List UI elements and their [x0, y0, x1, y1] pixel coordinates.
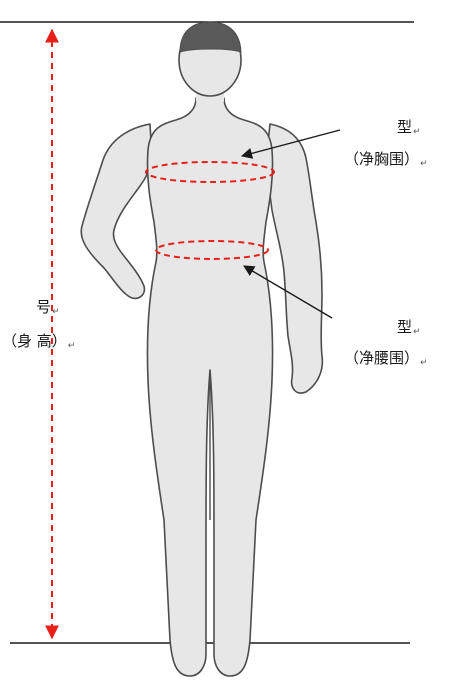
waist-label-sub: （净腰围）↵ — [344, 349, 428, 372]
chest-label-sub: （净胸围）↵ — [344, 150, 428, 173]
paragraph-mark: ↵ — [420, 159, 428, 169]
cap — [180, 22, 241, 52]
human-figure — [81, 22, 322, 676]
chest-label-title: 型↵ — [397, 118, 421, 141]
paragraph-mark: ↵ — [52, 307, 60, 317]
height-label-sub: （身 高）↵ — [2, 332, 75, 355]
paragraph-mark: ↵ — [68, 341, 76, 351]
left-arm — [81, 124, 152, 298]
chest-sub-text: （净胸围） — [344, 150, 419, 168]
paragraph-mark: ↵ — [413, 327, 421, 337]
right-arm — [266, 124, 322, 393]
chest-title-text: 型 — [397, 118, 412, 136]
paragraph-mark: ↵ — [413, 127, 421, 137]
height-label-title: 号↵ — [36, 298, 60, 321]
height-sub-text: （身 高） — [2, 332, 67, 350]
paragraph-mark: ↵ — [420, 358, 428, 368]
waist-title-text: 型 — [397, 318, 412, 336]
waist-sub-text: （净腰围） — [344, 349, 419, 367]
waist-label-title: 型↵ — [397, 318, 421, 341]
height-title-text: 号 — [36, 298, 51, 316]
